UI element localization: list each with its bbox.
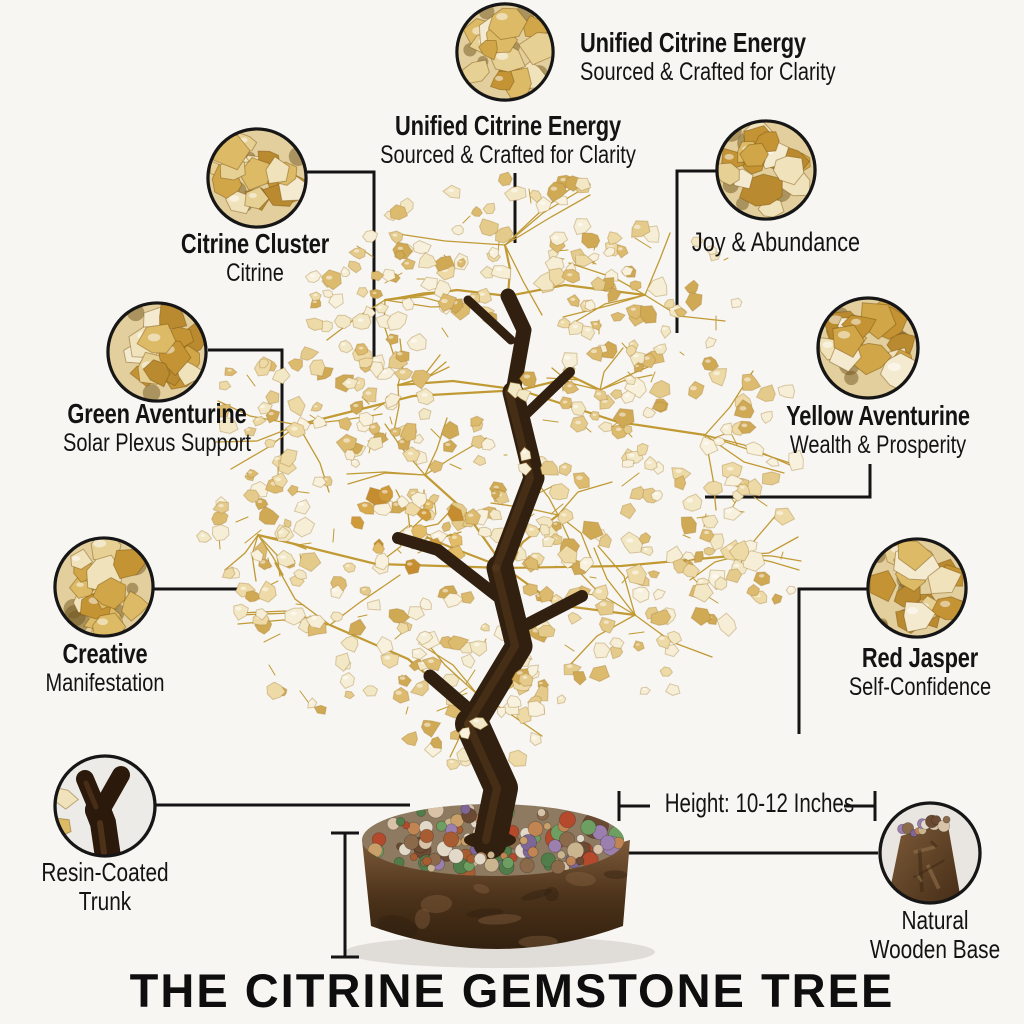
callout-title: Unified Citrine Energy [395,110,621,141]
callout-green-aventurine: Green Aventurine Solar Plexus Support [26,398,288,457]
callout-subtitle: Wooden Base [869,934,1001,964]
callout-subtitle: Sourced & Crafted for Clarity [380,141,636,169]
creative-thumbnail [52,535,156,639]
callout-subtitle: Trunk [78,886,132,916]
callout-unified-top: Unified Citrine Energy Sourced & Crafted… [580,27,880,86]
callout-subtitle: Citrine [226,259,284,287]
callout-lines [154,169,878,855]
height-text: Height: 10-12 Inches [664,788,855,818]
callout-subtitle: Solar Plexus Support [63,429,251,457]
callout-subtitle: Self-Confidence [848,673,992,701]
callout-title: Yellow Aventurine [786,400,970,431]
yellow-aventurine-thumbnail [815,295,921,401]
callout-title: Joy & Abundance [691,227,861,257]
product-title: THE CITRINE GEMSTONE TREE [129,964,895,1017]
callout-yellow-aventurine: Yellow Aventurine Wealth & Prosperity [742,400,1014,459]
callout-title: Resin-Coated [41,857,169,887]
callout-title: Creative [62,638,148,669]
callout-subtitle: Sourced & Crafted for Clarity [580,58,836,86]
callout-title: Natural [901,905,969,935]
callout-wooden-base: Natural Wooden Base [840,906,1024,964]
tree-trunk [392,288,588,859]
callout-creative: Creative Manifestation [0,638,210,697]
measurement-marks [331,791,877,959]
height-measurement-label: Height: 10-12 Inches [640,788,855,818]
callout-title: Citrine Cluster [180,228,330,259]
callout-subtitle: Manifestation [45,669,165,697]
unified-top-thumbnail [454,1,556,103]
callout-citrine-cluster: Citrine Cluster Citrine [135,228,375,287]
red-jasper-thumbnail [865,536,969,640]
callout-title: Green Aventurine [67,398,247,429]
citrine-cluster-thumbnail [205,126,309,230]
joy-abundance-thumbnail [714,118,818,222]
callout-red-jasper: Red Jasper Self-Confidence [795,642,1024,701]
wooden-base-thumbnail [877,800,983,906]
callout-resin-trunk: Resin-Coated Trunk [10,858,200,916]
green-aventurine-thumbnail [105,300,209,404]
callout-subtitle: Wealth & Prosperity [789,431,967,459]
callout-title: Unified Citrine Energy [580,27,806,58]
callout-title: Red Jasper [861,642,979,673]
callout-joy-abundance: Joy & Abundance [656,228,896,256]
resin-trunk-thumbnail [52,753,158,859]
front-gravel [422,839,585,875]
canopy-overlay-gems [437,371,560,741]
callout-unified-center: Unified Citrine Energy Sourced & Crafted… [308,110,708,169]
